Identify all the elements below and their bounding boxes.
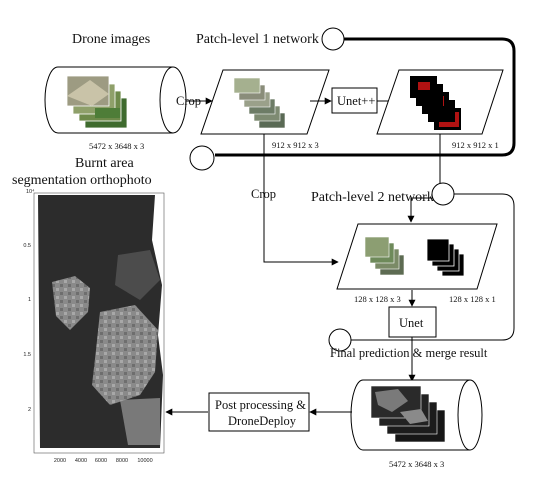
burnt-area-lower bbox=[92, 305, 158, 405]
orthophoto-y-ticks: 0.5 1 1.5 2 bbox=[23, 243, 31, 413]
final-prediction-cylinder bbox=[350, 379, 483, 451]
orthophoto-bright-region bbox=[120, 398, 160, 445]
x-tick-label: 2000 bbox=[54, 458, 66, 464]
patch-level-1-output-stack bbox=[410, 76, 461, 130]
patch-level-2-output-dimensions: 128 x 128 x 1 bbox=[449, 294, 496, 304]
y-tick-label: 1 bbox=[28, 297, 31, 303]
x-tick-label: 4000 bbox=[75, 458, 87, 464]
patch-level-2-loop bbox=[351, 193, 515, 341]
unetpp-box bbox=[331, 87, 378, 114]
x-tick-label: 10000 bbox=[137, 458, 152, 464]
patch-level-2-input-dimensions: 128 x 128 x 3 bbox=[354, 294, 401, 304]
final-prediction-title: Final prediction & merge result bbox=[330, 346, 488, 360]
y-tick-label: 2 bbox=[28, 407, 31, 413]
final-prediction-stack bbox=[370, 385, 446, 443]
x-tick-label: 6000 bbox=[95, 458, 107, 464]
patch-level-1-loop-node-top bbox=[321, 27, 345, 51]
drone-images-cylinder bbox=[44, 66, 187, 134]
crop-arrow-mid bbox=[263, 134, 339, 266]
patch-level-2-input-stack bbox=[364, 236, 405, 276]
post-processing-label-line2: DroneDeploy bbox=[228, 414, 297, 428]
orthophoto-y-exponent: 10⁴ bbox=[26, 188, 35, 195]
drone-dimensions: 5472 x 3648 x 3 bbox=[89, 141, 144, 151]
y-tick-label: 1.5 bbox=[23, 352, 31, 358]
patch-level-1-title: Patch-level 1 network bbox=[196, 32, 319, 47]
patch-level-1-loop-node-bottom bbox=[189, 145, 215, 171]
x-tick-label: 8000 bbox=[116, 458, 128, 464]
patch-level-1-loop bbox=[215, 37, 516, 157]
y-tick-label: 0.5 bbox=[23, 243, 31, 249]
drone-images-title: Drone images bbox=[72, 32, 150, 47]
patch-level-2-loop-node-bottom bbox=[328, 328, 352, 352]
orthophoto-title-line2: segmentation orthophoto bbox=[12, 173, 152, 188]
burnt-area-upper bbox=[52, 276, 90, 330]
patch-level-2-loop-node-top bbox=[431, 182, 455, 206]
patch-level-1-input-dimensions: 912 x 912 x 3 bbox=[272, 140, 319, 150]
unet-box bbox=[388, 306, 437, 338]
patch-level-1-to-2-arrow bbox=[407, 134, 441, 223]
patch-level-1-input-stack bbox=[233, 77, 286, 129]
post-processing-box bbox=[208, 392, 310, 432]
orthophoto-title-line1: Burnt area bbox=[75, 156, 134, 171]
orthophoto-x-ticks: 2000 4000 6000 8000 10000 bbox=[54, 458, 153, 464]
unet-label: Unet bbox=[399, 316, 424, 330]
patch-level-2-output-stack bbox=[426, 238, 465, 277]
crop-label-mid: Crop bbox=[251, 187, 276, 201]
final-dimensions: 5472 x 3648 x 3 bbox=[389, 459, 444, 469]
patch-level-2-title: Patch-level 2 network bbox=[311, 190, 434, 205]
orthophoto-map bbox=[33, 192, 165, 454]
patch-level-2-panel bbox=[336, 223, 498, 290]
drone-photo-stack bbox=[66, 75, 128, 129]
patch-level-1-output-dimensions: 912 x 912 x 1 bbox=[452, 140, 499, 150]
post-processing-label-line1: Post processing & bbox=[215, 398, 306, 412]
unetpp-label: Unet++ bbox=[337, 94, 375, 108]
orthophoto-haze bbox=[115, 250, 160, 300]
